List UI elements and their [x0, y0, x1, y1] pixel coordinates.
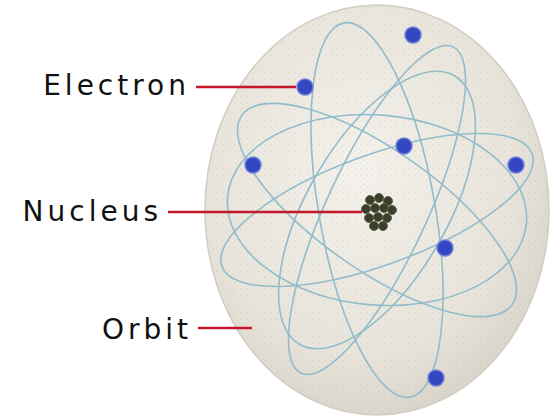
- sphere-texture: [205, 5, 549, 415]
- leader-line: [196, 86, 296, 89]
- electron-dots: [245, 27, 524, 386]
- nucleus-cluster: [362, 194, 397, 231]
- leader-line: [198, 327, 252, 330]
- leader-line: [168, 211, 362, 214]
- part-label: Nucleus: [23, 198, 162, 226]
- part-label: Orbit: [102, 316, 192, 344]
- part-label: Electron: [43, 72, 190, 100]
- orbit-lines: [203, 13, 551, 407]
- atom-sphere: [205, 5, 549, 415]
